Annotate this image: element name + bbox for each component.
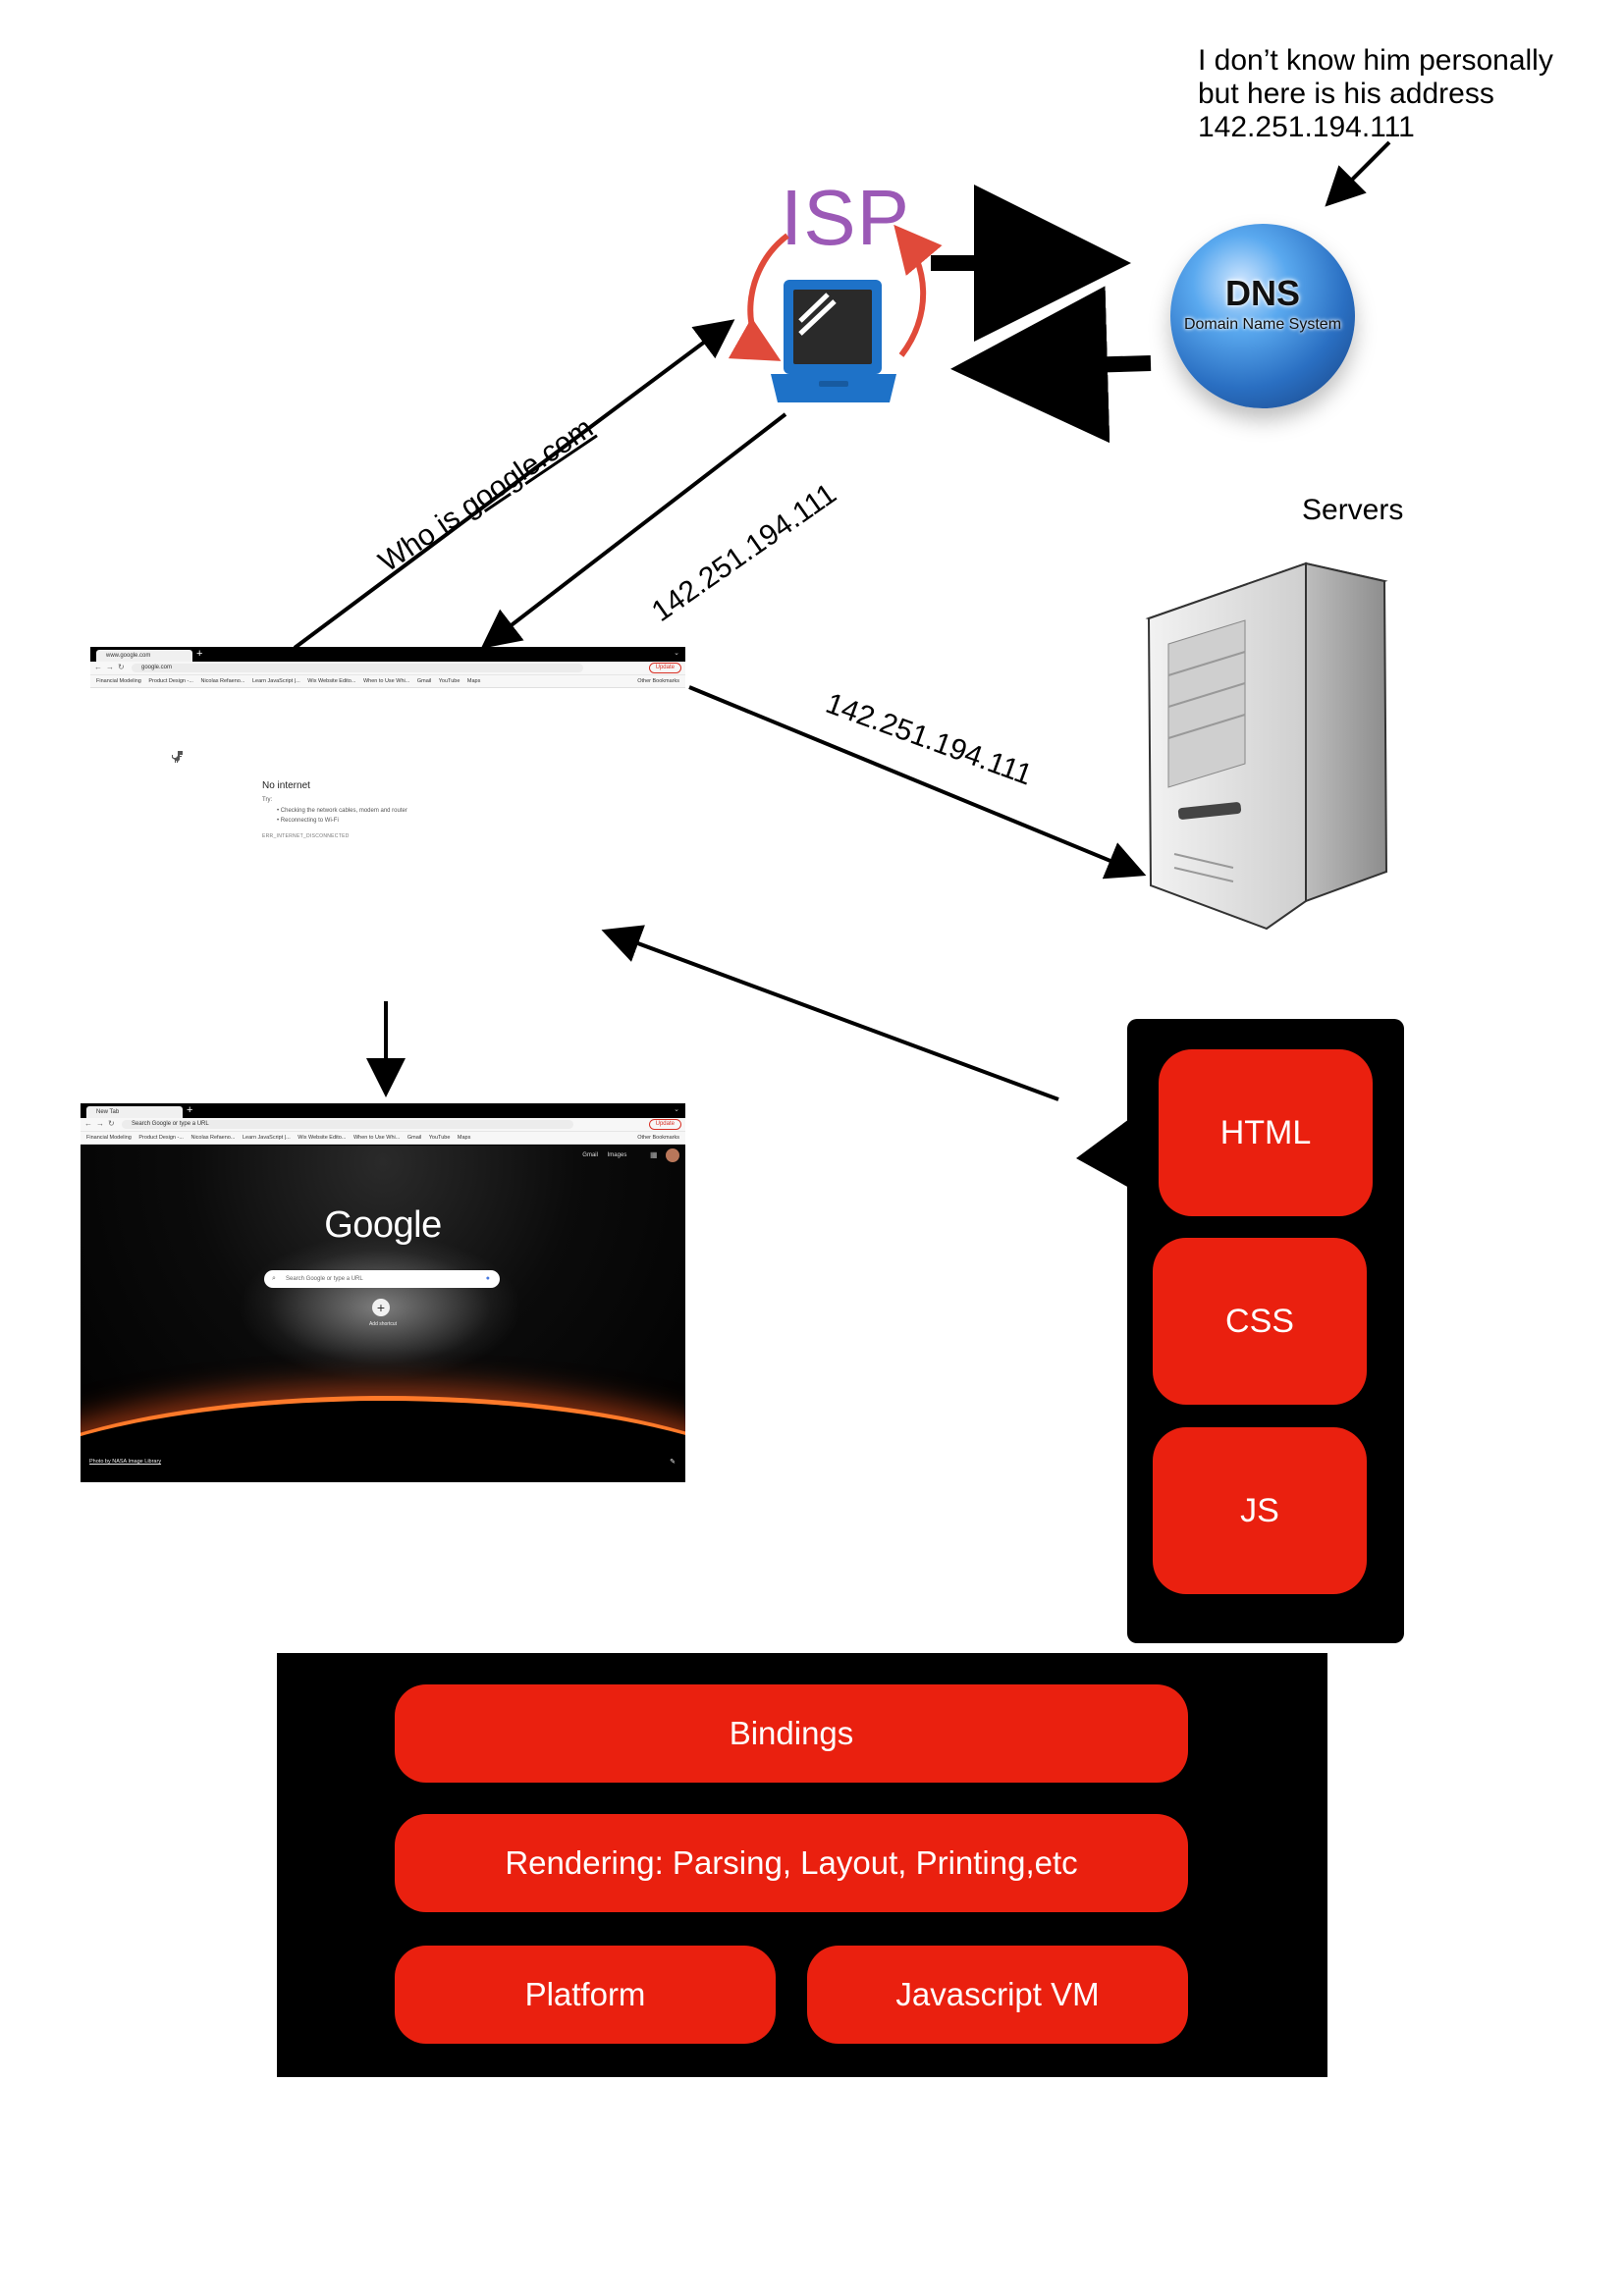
bookmark-item[interactable]: Gmail bbox=[416, 678, 432, 684]
dns-note: I don’t know him personally but here is … bbox=[1198, 44, 1610, 144]
top-links: Gmail Images bbox=[574, 1152, 670, 1158]
ip-label-to-browser: 142.251.194.111 bbox=[646, 477, 842, 629]
error-code: ERR_INTERNET_DISCONNECTED bbox=[262, 833, 350, 839]
dns-title: DNS bbox=[1224, 273, 1300, 313]
photo-credit-link[interactable]: Photo by NASA Image Library bbox=[89, 1459, 162, 1465]
web-stack-panel: HTML CSS JS bbox=[1127, 1019, 1404, 1643]
bookmark-item[interactable]: When to Use Whi... bbox=[362, 678, 410, 684]
laptop-icon bbox=[771, 280, 896, 402]
search-placeholder: Search Google or type a URL bbox=[286, 1276, 363, 1282]
search-icon: ⌕ bbox=[272, 1275, 276, 1282]
platform-block: Platform bbox=[395, 1946, 776, 2044]
who-is-prefix: Who is bbox=[373, 497, 473, 579]
microphone-icon[interactable]: ● bbox=[485, 1275, 490, 1282]
try-item: • Checking the network cables, modem and… bbox=[277, 808, 407, 814]
avatar[interactable] bbox=[666, 1148, 679, 1162]
chevron-down-icon[interactable]: ⌄ bbox=[674, 1106, 679, 1113]
apps-grid-icon[interactable]: ▦ bbox=[650, 1150, 658, 1159]
nav-buttons-icon[interactable]: ←→↻ bbox=[84, 1119, 119, 1128]
bookmark-item[interactable]: Maps bbox=[466, 678, 481, 684]
error-title: No internet bbox=[262, 780, 310, 791]
search-input[interactable]: ⌕ Search Google or type a URL ● bbox=[264, 1270, 500, 1288]
bookmark-item[interactable]: Maps bbox=[457, 1135, 471, 1141]
google-link[interactable]: google.com bbox=[454, 411, 599, 524]
pencil-icon[interactable]: ✎ bbox=[670, 1459, 676, 1466]
browser-engine-diagram: Bindings Rendering: Parsing, Layout, Pri… bbox=[277, 1653, 1327, 2077]
planet-horizon bbox=[81, 1396, 685, 1482]
dns-globe-icon bbox=[1170, 224, 1355, 408]
bookmark-item[interactable]: Nicolas Refaeno... bbox=[200, 678, 245, 684]
js-block: JS bbox=[1153, 1427, 1367, 1594]
rendering-block: Rendering: Parsing, Layout, Printing,etc bbox=[395, 1814, 1188, 1912]
dinosaur-icon bbox=[171, 750, 185, 764]
other-bookmarks[interactable]: Other Bookmarks bbox=[637, 1135, 679, 1141]
gmail-link[interactable]: Gmail bbox=[582, 1152, 598, 1158]
tab-strip: www.google.com + ⌄ bbox=[90, 647, 685, 662]
add-shortcut-button[interactable]: + bbox=[372, 1299, 390, 1316]
arrow-dns-to-isp bbox=[950, 286, 1152, 444]
arrow-browser-to-server bbox=[688, 685, 1147, 880]
isp-label: ISP bbox=[781, 174, 910, 261]
nav-buttons-icon[interactable]: ←→↻ bbox=[94, 663, 129, 671]
other-bookmarks[interactable]: Other Bookmarks bbox=[637, 678, 679, 684]
images-link[interactable]: Images bbox=[607, 1152, 627, 1158]
address-bar[interactable]: Search Google or type a URL bbox=[122, 1120, 573, 1129]
bookmark-item[interactable]: Gmail bbox=[406, 1135, 422, 1141]
update-button[interactable]: Update bbox=[648, 663, 681, 673]
arrow-note-to-dns bbox=[1325, 140, 1391, 207]
tab-new-tab[interactable]: New Tab bbox=[86, 1106, 183, 1118]
note-line-1: I don’t know him personally bbox=[1198, 44, 1553, 77]
new-tab-icon[interactable]: + bbox=[187, 1104, 193, 1116]
bookmark-item[interactable]: Wix Website Edito... bbox=[298, 1135, 347, 1141]
bookmark-item[interactable]: Product Design -... bbox=[148, 678, 193, 684]
bookmarks-bar: Financial Modeling Product Design -... N… bbox=[81, 1132, 685, 1145]
try-label: Try: bbox=[262, 797, 273, 803]
tab-google[interactable]: www.google.com bbox=[96, 650, 192, 662]
try-item-text: Checking the network cables, modem and r… bbox=[280, 808, 407, 814]
bookmark-item[interactable]: Nicolas Refaeno... bbox=[190, 1135, 236, 1141]
servers-label: Servers bbox=[1302, 494, 1404, 526]
css-block: CSS bbox=[1153, 1238, 1367, 1405]
bookmark-item[interactable]: Learn JavaScript |... bbox=[251, 678, 300, 684]
bookmark-item[interactable]: When to Use Whi... bbox=[352, 1135, 401, 1141]
toolbar: ←→↻ Search Google or type a URL Update bbox=[81, 1118, 685, 1132]
tab-strip: New Tab + ⌄ bbox=[81, 1103, 685, 1118]
server-icon bbox=[1145, 561, 1388, 931]
browser-window-no-internet: www.google.com + ⌄ ←→↻ google.com Update… bbox=[90, 647, 685, 843]
who-is-label: Who is google.com bbox=[373, 411, 600, 579]
try-item: • Reconnecting to Wi-Fi bbox=[277, 818, 339, 824]
arrow-stack-to-browser bbox=[601, 925, 1059, 1101]
toolbar: ←→↻ google.com Update bbox=[90, 662, 685, 675]
update-button[interactable]: Update bbox=[648, 1119, 681, 1130]
address-bar[interactable]: google.com bbox=[132, 664, 583, 672]
note-line-2: but here is his address bbox=[1198, 78, 1494, 110]
ip-label-to-server: 142.251.194.111 bbox=[821, 687, 1037, 792]
bookmark-item[interactable]: Wix Website Edito... bbox=[307, 678, 356, 684]
dns-subtitle: Domain Name System bbox=[1183, 316, 1342, 333]
panel-pointer bbox=[1076, 1119, 1129, 1188]
chevron-down-icon[interactable]: ⌄ bbox=[674, 650, 679, 657]
try-item-text: Reconnecting to Wi-Fi bbox=[280, 818, 339, 824]
add-shortcut-label: Add shortcut bbox=[368, 1321, 398, 1327]
bindings-block: Bindings bbox=[395, 1684, 1188, 1783]
new-tab-icon[interactable]: + bbox=[196, 648, 203, 660]
bookmark-item[interactable]: YouTube bbox=[438, 678, 460, 684]
bookmark-item[interactable]: Learn JavaScript |... bbox=[242, 1135, 291, 1141]
google-logo: Google bbox=[324, 1204, 442, 1246]
bookmark-item[interactable]: YouTube bbox=[428, 1135, 451, 1141]
browser-window-new-tab: New Tab + ⌄ ←→↻ Search Google or type a … bbox=[81, 1103, 685, 1482]
note-line-3: 142.251.194.111 bbox=[1198, 111, 1415, 143]
html-block: HTML bbox=[1159, 1049, 1373, 1216]
bookmarks-bar: Financial Modeling Product Design -... N… bbox=[90, 675, 685, 688]
bookmark-item[interactable]: Product Design -... bbox=[138, 1135, 184, 1141]
javascript-vm-block: Javascript VM bbox=[807, 1946, 1188, 2044]
bookmark-item[interactable]: Financial Modeling bbox=[86, 1135, 132, 1141]
new-tab-page: Gmail Images ▦ Google ⌕ Search Google or… bbox=[81, 1146, 685, 1482]
bookmark-item[interactable]: Financial Modeling bbox=[96, 678, 141, 684]
